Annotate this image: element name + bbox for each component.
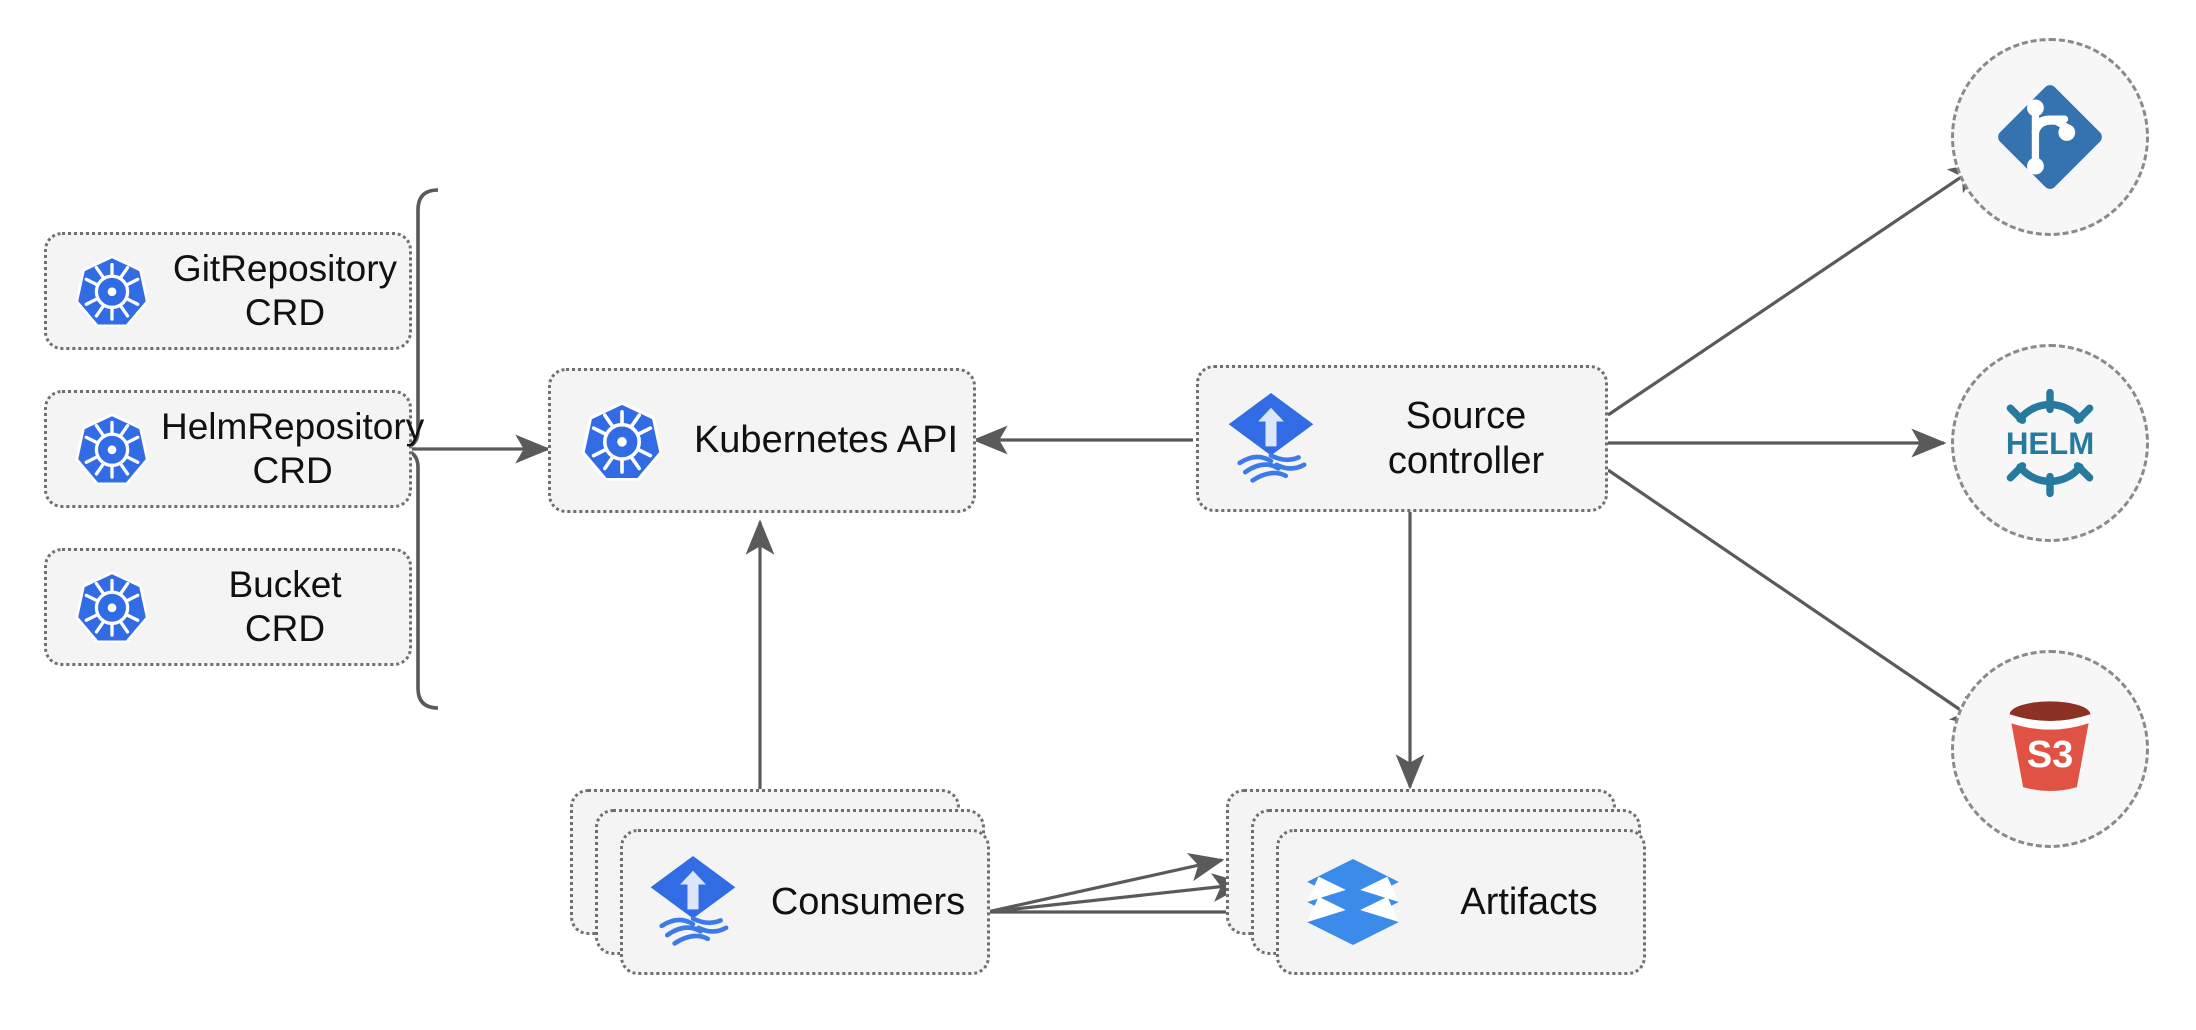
- node-bucket-crd[interactable]: Bucket CRD: [44, 548, 412, 666]
- kubernetes-icon: [73, 568, 161, 646]
- s3-icon: S3: [1994, 693, 2106, 805]
- flux-icon: [1225, 391, 1317, 487]
- crd-label: Bucket CRD: [228, 564, 342, 649]
- helm-icon: HELM: [1990, 383, 2110, 503]
- flux-icon: [647, 854, 739, 950]
- node-kubernetes-api[interactable]: Kubernetes API: [548, 368, 976, 513]
- edge-consumers-to-artifacts-2: [986, 873, 1248, 914]
- helm-wordmark: HELM: [2006, 426, 2094, 461]
- crd-label: GitRepository CRD: [172, 248, 398, 333]
- target-git[interactable]: [1951, 38, 2149, 236]
- target-helm[interactable]: HELM: [1951, 344, 2149, 542]
- node-consumers[interactable]: Consumers: [620, 829, 990, 975]
- node-gitrepository-crd[interactable]: GitRepository CRD: [44, 232, 412, 350]
- node-source-controller[interactable]: Source controller: [1196, 365, 1608, 512]
- target-s3[interactable]: S3: [1951, 650, 2149, 848]
- node-label: Source controller: [1387, 394, 1545, 482]
- edge-source-to-s3: [1607, 468, 1987, 728]
- node-label: Kubernetes API: [693, 419, 959, 462]
- kubernetes-icon: [579, 398, 665, 484]
- node-helmrepository-crd[interactable]: HelmRepository CRD: [44, 390, 424, 508]
- edge-consumers-to-artifacts-1: [986, 852, 1225, 914]
- layers-icon: [1305, 859, 1401, 945]
- git-icon: [1994, 81, 2106, 193]
- kubernetes-icon: [73, 410, 161, 488]
- node-label: Consumers: [770, 880, 966, 923]
- crd-label: HelmRepository CRD: [161, 406, 425, 491]
- node-label: Artifacts: [1460, 880, 1598, 923]
- node-artifacts[interactable]: Artifacts: [1276, 829, 1646, 975]
- edge-source-to-git: [1607, 161, 1985, 417]
- s3-wordmark: S3: [2027, 734, 2074, 776]
- kubernetes-icon: [73, 252, 161, 330]
